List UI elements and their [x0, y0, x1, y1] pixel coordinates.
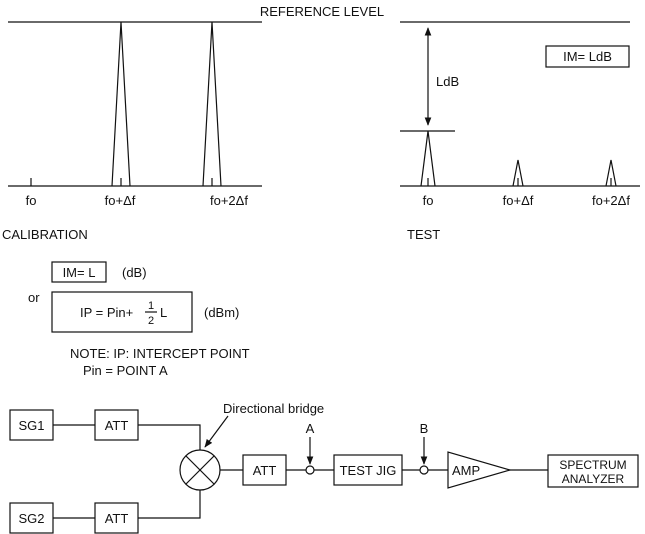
test-f2-prefix: fo+2: [592, 193, 618, 208]
bridge-cross-b: [185, 455, 215, 485]
bridge-label: Directional bridge: [223, 401, 324, 416]
calibration-f1-prefix: fo+: [105, 193, 123, 208]
test-im-peak-1: [512, 159, 524, 187]
att-top-label: ATT: [105, 418, 129, 433]
spectrum-analyzer-line-2: ANALYZER: [562, 472, 625, 486]
point-a-node: [305, 465, 315, 475]
test-tick-label-f2: fo+2Δf: [592, 193, 630, 208]
spectrum-analyzer-box: [547, 454, 639, 488]
amp-label: AMP: [452, 463, 480, 478]
ip-formula-lhs: IP = Pin+: [80, 305, 133, 320]
point-a-label: A: [306, 421, 315, 436]
point-b-label: B: [420, 421, 429, 436]
calibration-spectrum: fo fo+Δf fo+2Δf CALIBRATION: [2, 21, 262, 242]
calibration-label: CALIBRATION: [2, 227, 88, 242]
att-bottom-box: [94, 502, 139, 534]
im-formula-text: IM= L: [63, 265, 96, 280]
test-f2-fsym: f: [626, 193, 630, 208]
test-f1-prefix: fo+: [503, 193, 521, 208]
calibration-peak-2: [202, 21, 222, 187]
reference-level-label: REFERENCE LEVEL: [260, 4, 384, 19]
note-line-1: NOTE: IP: INTERCEPT POINT: [70, 346, 250, 361]
calibration-f1-delta: Δ: [123, 193, 132, 208]
calibration-f2-delta: Δ: [236, 193, 245, 208]
att-bottom-label: ATT: [105, 511, 129, 526]
formulas: IM= L (dB) or IP = Pin+ 1 2 L (dBm) NOTE…: [28, 261, 250, 378]
att-bottom-to-bridge-wire: [138, 490, 201, 519]
spectrum-analyzer-line-1: SPECTRUM: [559, 458, 626, 472]
calibration-f2-prefix: fo+2: [210, 193, 236, 208]
ip-fraction-denominator: 2: [148, 315, 154, 327]
point-b-node: [419, 465, 429, 475]
test-f1-delta: Δ: [521, 193, 530, 208]
ip-formula-l: L: [160, 305, 167, 320]
calibration-peak-1: [111, 21, 131, 187]
test-setup: SG1 ATT SG2 ATT Directional bridge ATT A…: [9, 401, 639, 534]
calibration-f1-fsym: f: [132, 193, 136, 208]
test-label: TEST: [407, 227, 440, 242]
ip-formula-box: [51, 291, 193, 333]
im-formula-unit: (dB): [122, 265, 147, 280]
sg2-label: SG2: [18, 511, 44, 526]
ip-formula-unit: (dBm): [204, 305, 239, 320]
test-f1-fsym: f: [530, 193, 534, 208]
test-f2-delta: Δ: [618, 193, 627, 208]
test-im-box-text: IM= LdB: [563, 49, 612, 64]
calibration-tick-label-f0: fo: [26, 193, 37, 208]
calibration-tick-label-f2: fo+2Δf: [210, 193, 248, 208]
att-top-box: [94, 409, 139, 441]
sg2-box: [9, 502, 54, 534]
test-im-peak-2: [605, 159, 617, 187]
bridge-pointer-arrow: [204, 415, 229, 448]
test-im-box: [545, 45, 630, 68]
test-jig-label: TEST JIG: [340, 463, 397, 478]
att-top-to-bridge-wire: [138, 424, 201, 450]
im-formula-box: [51, 261, 107, 283]
calibration-f2-fsym: f: [244, 193, 248, 208]
att-mid-label: ATT: [253, 463, 277, 478]
test-carrier-peak: [420, 130, 436, 187]
ip-fraction-numerator: 1: [148, 300, 154, 312]
note-line-2: Pin = POINT A: [83, 363, 168, 378]
test-tick-label-f0: fo: [423, 193, 434, 208]
amp-triangle-icon: [447, 451, 513, 489]
test-jig-box: [333, 454, 403, 486]
test-tick-label-f1: fo+Δf: [503, 193, 534, 208]
or-label: or: [28, 290, 40, 305]
test-ldb-label: LdB: [436, 74, 459, 89]
sg1-label: SG1: [18, 418, 44, 433]
calibration-tick-label-f1: fo+Δf: [105, 193, 136, 208]
test-spectrum: LdB IM= LdB fo fo+Δf fo+2Δf TEST: [400, 21, 640, 242]
att-mid-box: [242, 454, 287, 486]
